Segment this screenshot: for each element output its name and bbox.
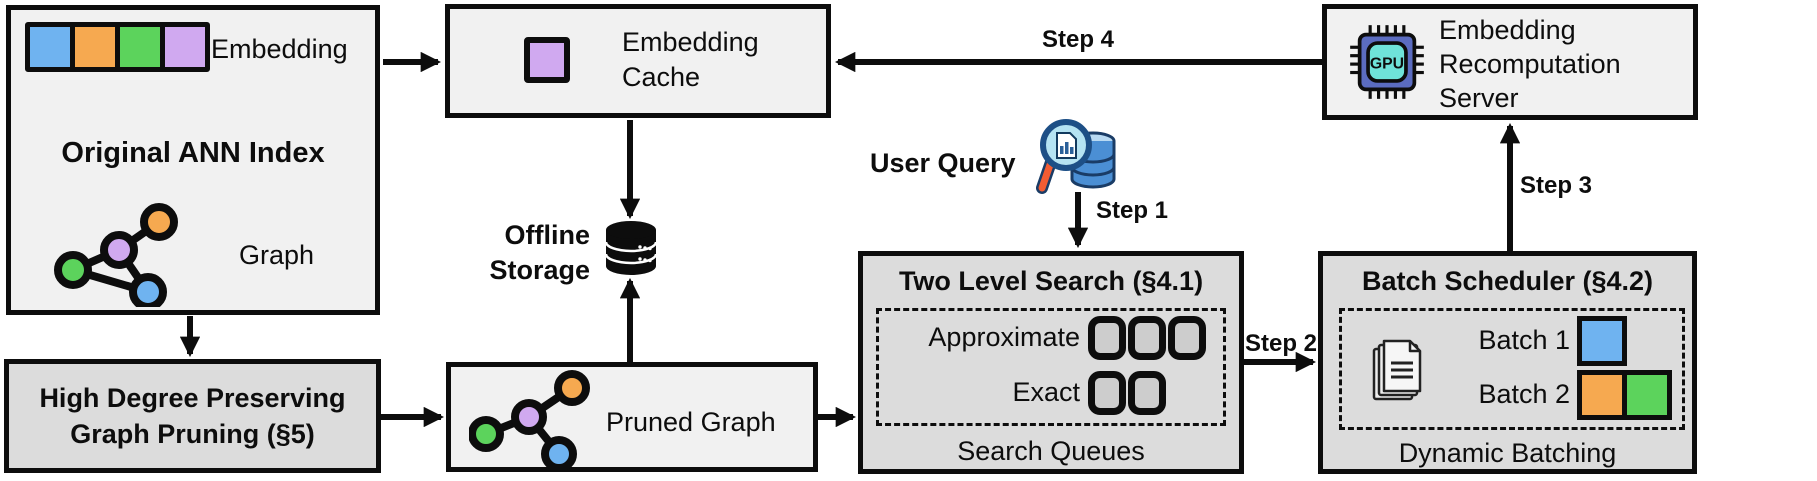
graph-icon	[54, 203, 178, 307]
user-query-label: User Query	[870, 148, 1016, 178]
recomputation-server-box: GPU Embedding Recomputation Server	[1322, 4, 1698, 120]
embedding-cache-box: Embedding Cache	[445, 4, 831, 118]
embedding-cache-label: Embedding Cache	[622, 27, 759, 93]
queue-slot-icon	[1168, 316, 1206, 360]
search-queues-caption: Search Queues	[957, 436, 1145, 466]
step-2-label: Step 2	[1244, 330, 1318, 357]
database-icon	[604, 221, 658, 275]
batch2-color-icon	[1577, 370, 1672, 420]
step-1-label: Step 1	[1096, 197, 1169, 224]
batch1-label: Batch 1	[1478, 325, 1570, 356]
original-ann-index-box: Embedding Original ANN Index Graph	[6, 5, 380, 315]
batch2-label: Batch 2	[1478, 379, 1570, 410]
approximate-label: Approximate	[928, 322, 1080, 353]
dynamic-batching-panel: Batch 1 Batch 2	[1339, 308, 1685, 430]
gpu-chip-icon: GPU	[1350, 25, 1424, 99]
embedding-label: Embedding	[211, 34, 348, 64]
batch1-color-icon	[1577, 316, 1627, 366]
cached-embedding-icon	[524, 37, 570, 83]
embedding-cell-purple	[165, 27, 205, 67]
queue-slot-icon	[1128, 316, 1166, 360]
step-4-label: Step 4	[1041, 26, 1115, 53]
batch2-green-cell	[1627, 375, 1667, 415]
pruned-graph-label: Pruned Graph	[606, 407, 776, 437]
graph-pruning-box: High Degree Preserving Graph Pruning (§5…	[4, 359, 381, 473]
gpu-text: GPU	[1370, 55, 1404, 72]
batch-scheduler-title: Batch Scheduler (§4.2)	[1361, 266, 1654, 296]
embedding-vector-icon	[25, 22, 210, 72]
two-level-search-box: Two Level Search (§4.1) Approximate Exac…	[858, 251, 1244, 474]
pruned-graph-box: Pruned Graph	[446, 362, 818, 472]
queue-slot-icon	[1088, 371, 1126, 415]
embedding-cell-blue	[30, 27, 70, 67]
original-ann-index-title: Original ANN Index	[61, 137, 325, 169]
offline-storage-label: Offline Storage	[489, 220, 590, 286]
documents-icon	[1372, 339, 1422, 401]
dynamic-batching-caption: Dynamic Batching	[1398, 438, 1617, 468]
graph-label: Graph	[239, 240, 315, 270]
queue-slot-icon	[1128, 371, 1166, 415]
exact-label: Exact	[1012, 377, 1080, 408]
query-magnifier-icon	[1036, 119, 1116, 194]
embedding-cell-orange	[75, 27, 115, 67]
pruned-graph-icon	[469, 370, 590, 470]
batch2-orange-cell	[1582, 375, 1622, 415]
batch1-blue-cell	[1582, 321, 1622, 361]
step-3-label: Step 3	[1520, 172, 1593, 199]
queue-slot-icon	[1088, 316, 1126, 360]
recomputation-server-label: Embedding Recomputation Server	[1439, 15, 1621, 113]
two-level-search-title: Two Level Search (§4.1)	[898, 266, 1204, 296]
graph-pruning-title: High Degree Preserving Graph Pruning (§5…	[39, 382, 346, 449]
embedding-cell-green	[120, 27, 160, 67]
search-queues-panel: Approximate Exact	[876, 308, 1226, 426]
batch-scheduler-box: Batch Scheduler (§4.2) Batch 1	[1318, 251, 1697, 474]
